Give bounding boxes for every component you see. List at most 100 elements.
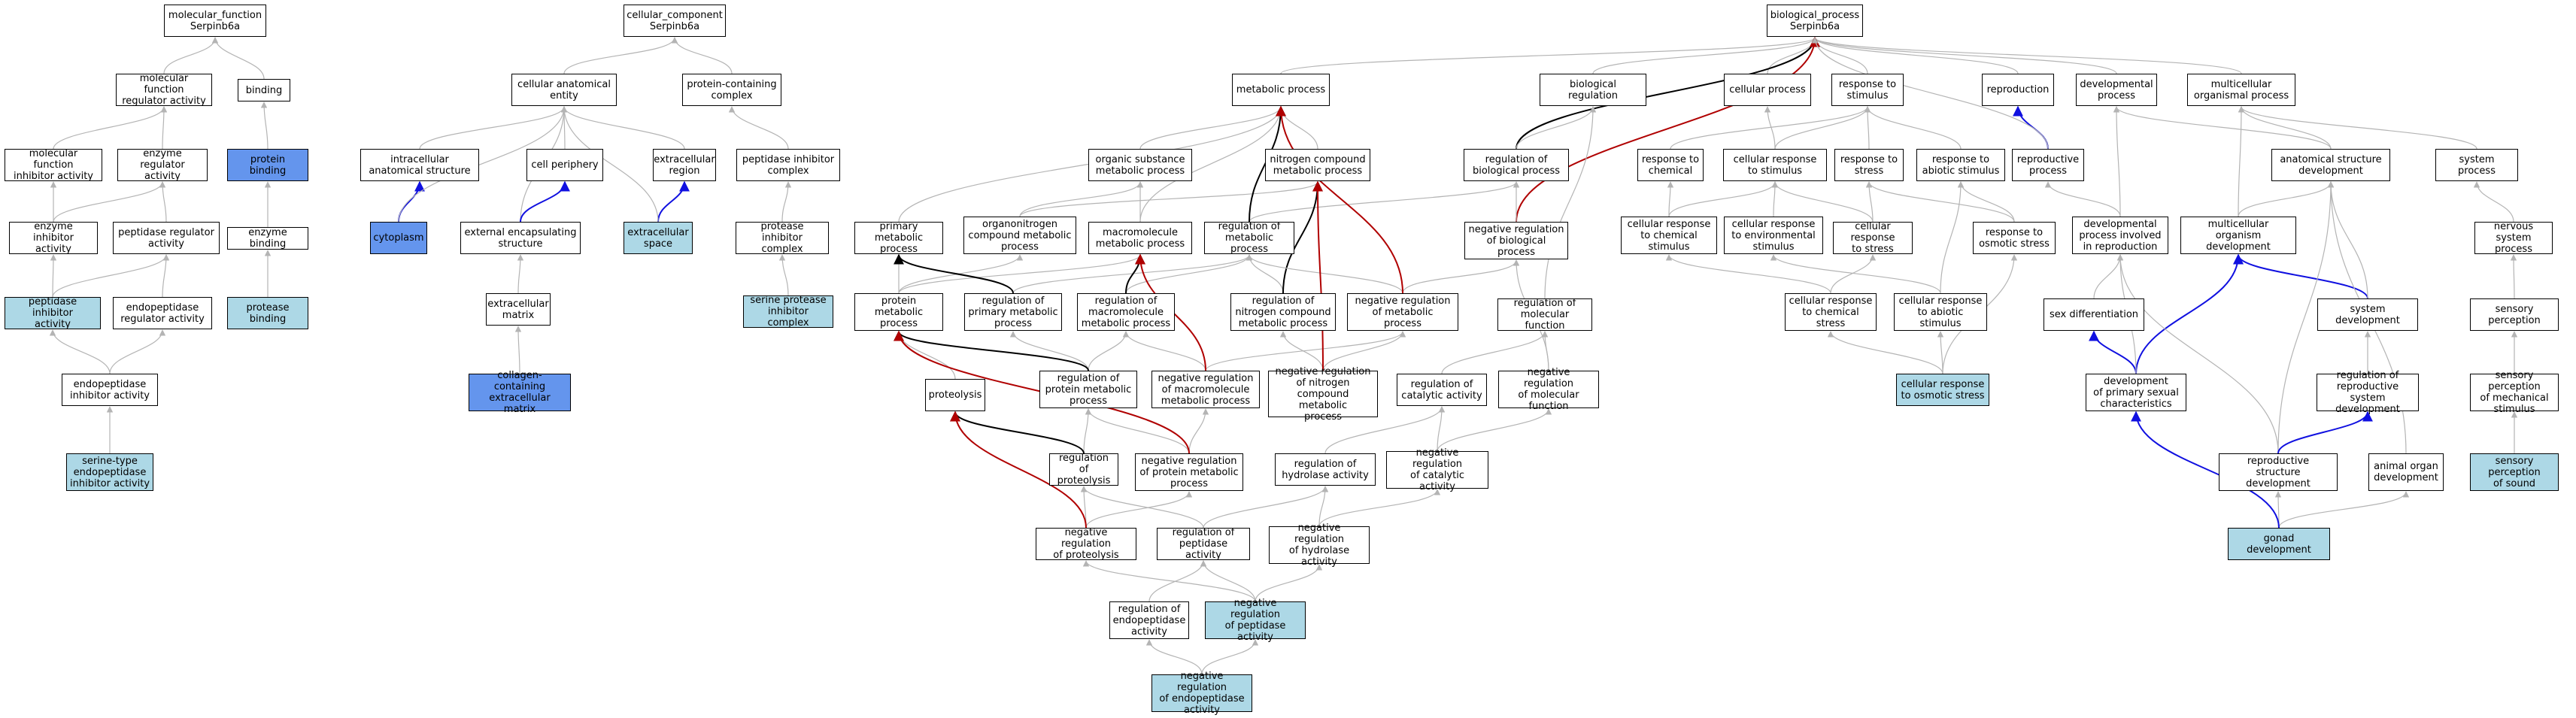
node-neg-reg-macromol[interactable]: negative regulation of macromolecule met… xyxy=(1151,371,1260,408)
node-cell-resp-stress[interactable]: cellular response to stress xyxy=(1833,221,1913,255)
node-reg-protein-metab[interactable]: regulation of protein metabolic process xyxy=(1039,371,1137,408)
node-cytoplasm[interactable]: cytoplasm xyxy=(370,222,427,254)
node-cell-periphery[interactable]: cell periphery xyxy=(526,149,603,181)
node-org-subst-metab[interactable]: organic substance metabolic process xyxy=(1088,149,1192,181)
node-binding[interactable]: binding xyxy=(238,79,290,101)
edge-cell-resp-abiotic-to-resp-abiotic xyxy=(1940,181,1965,294)
node-reg-primary[interactable]: regulation of primary metabolic process xyxy=(964,293,1062,331)
node-cc-root[interactable]: cellular_component Serpinb6a xyxy=(624,5,726,37)
node-sex-diff[interactable]: sex differentiation xyxy=(2044,298,2144,331)
node-enz-reg[interactable]: enzyme regulator activity xyxy=(117,148,208,182)
edge-neg-reg-proteolysis-to-neg-reg-protein-metab xyxy=(1085,491,1193,529)
node-ext-encaps[interactable]: external encapsulating structure xyxy=(460,222,581,254)
node-sensory-mech[interactable]: sensory perception of mechanical stimulu… xyxy=(2470,370,2559,415)
node-protein-binding[interactable]: protein binding xyxy=(227,149,308,181)
node-resp-chemical[interactable]: response to chemical xyxy=(1637,149,1704,181)
node-dev-process[interactable]: developmental process xyxy=(2076,74,2157,106)
node-neg-reg-hydrolase[interactable]: negative regulation of hydrolase activit… xyxy=(1269,523,1370,568)
node-primary-metab[interactable]: primary metabolic process xyxy=(854,221,943,255)
node-ecm[interactable]: extracellular matrix xyxy=(486,293,551,326)
edge-organonitrogen-to-nitrogen-metab xyxy=(1019,181,1321,217)
edge-ec-space-to-ec-region xyxy=(657,180,690,223)
node-reg-peptidase[interactable]: regulation of peptidase activity xyxy=(1157,527,1250,561)
node-neg-reg-endopept[interactable]: negative regulation of endopeptidase act… xyxy=(1151,671,1252,716)
node-gonad-dev[interactable]: gonad development xyxy=(2228,528,2330,560)
node-bp-root[interactable]: biological_process Serpinb6a xyxy=(1767,5,1863,37)
node-pept-inhib-complex[interactable]: peptidase inhibitor complex xyxy=(736,149,840,181)
node-organonitrogen[interactable]: organonitrogen compound metabolic proces… xyxy=(963,217,1076,254)
node-sensory-perc[interactable]: sensory perception xyxy=(2470,298,2559,331)
node-protease-binding[interactable]: protease binding xyxy=(227,297,308,329)
node-ec-space[interactable]: extracellular space xyxy=(624,222,693,254)
node-nervous-sys[interactable]: nervous system process xyxy=(2474,221,2553,255)
node-system-dev[interactable]: system development xyxy=(2317,298,2418,331)
node-cell-anat[interactable]: cellular anatomical entity xyxy=(511,74,617,106)
node-reg-endopept[interactable]: regulation of endopeptidase activity xyxy=(1109,601,1189,639)
node-neg-reg-pept[interactable]: negative regulation of peptidase activit… xyxy=(1205,598,1306,643)
node-cell-resp-stim[interactable]: cellular response to stimulus xyxy=(1723,149,1827,181)
node-reg-mol-func[interactable]: regulation of molecular function xyxy=(1497,298,1592,332)
node-repro-process[interactable]: reproductive process xyxy=(2012,149,2084,181)
node-cell-resp-abiotic[interactable]: cellular response to abiotic stimulus xyxy=(1894,293,1987,331)
node-resp-stim[interactable]: response to stimulus xyxy=(1831,74,1904,106)
node-neg-reg-mol-func[interactable]: negative regulation of molecular functio… xyxy=(1498,367,1599,412)
node-pept-reg[interactable]: peptidase regulator activity xyxy=(113,222,220,254)
node-metabolic[interactable]: metabolic process xyxy=(1232,74,1330,106)
node-multicell-dev[interactable]: multicellular organism development xyxy=(2180,217,2296,254)
node-reproduction[interactable]: reproduction xyxy=(1982,74,2054,106)
edge-dev-repro-to-dev-process xyxy=(2113,106,2121,217)
node-nitrogen-metab[interactable]: nitrogen compound metabolic process xyxy=(1265,149,1370,181)
node-dev-repro[interactable]: developmental process involved in reprod… xyxy=(2072,217,2168,254)
node-cell-resp-env[interactable]: cellular response to environmental stimu… xyxy=(1724,217,1823,254)
node-resp-osmotic[interactable]: response to osmotic stress xyxy=(1973,222,2056,254)
node-resp-abiotic[interactable]: response to abiotic stimulus xyxy=(1916,149,2005,181)
node-reg-repro-sys[interactable]: regulation of reproductive system develo… xyxy=(2317,370,2419,415)
node-dev-primary-sex[interactable]: development of primary sexual characteri… xyxy=(2086,374,2186,411)
node-reg-catalytic[interactable]: regulation of catalytic activity xyxy=(1397,374,1487,406)
node-mf-root[interactable]: molecular_function Serpinb6a xyxy=(164,5,266,37)
node-enz-inhib[interactable]: enzyme inhibitor activity xyxy=(9,221,98,255)
node-protease-inhib-complex[interactable]: protease inhibitor complex xyxy=(736,221,829,255)
node-sensory-sound[interactable]: sensory perception of sound xyxy=(2470,453,2559,491)
node-protein-metab[interactable]: protein metabolic process xyxy=(854,293,943,331)
edge-neg-reg-hydrolase-to-reg-hydrolase xyxy=(1318,486,1329,527)
edge-reg-protein-metab-to-reg-primary xyxy=(1009,331,1089,371)
node-reg-hydrolase[interactable]: regulation of hydrolase activity xyxy=(1275,453,1376,486)
node-enz-binding[interactable]: enzyme binding xyxy=(227,227,308,250)
node-neg-reg-bio[interactable]: negative regulation of biological proces… xyxy=(1464,222,1568,259)
node-neg-reg-metab[interactable]: negative regulation of metabolic process xyxy=(1347,293,1458,331)
node-anat-dev[interactable]: anatomical structure development xyxy=(2271,149,2390,181)
node-neg-reg-protein-metab[interactable]: negative regulation of protein metabolic… xyxy=(1135,453,1243,491)
node-cell-resp-osmotic[interactable]: cellular response to osmotic stress xyxy=(1896,374,1989,406)
node-bio-reg[interactable]: biological regulation xyxy=(1540,74,1646,106)
node-reg-bio[interactable]: regulation of biological process xyxy=(1464,149,1569,181)
node-serine-endopept-inhib[interactable]: serine-type endopeptidase inhibitor acti… xyxy=(66,453,153,491)
node-cell-resp-chem[interactable]: cellular response to chemical stimulus xyxy=(1621,217,1717,254)
node-reg-metab[interactable]: regulation of metabolic process xyxy=(1204,221,1294,255)
node-resp-stress[interactable]: response to stress xyxy=(1834,149,1904,181)
node-reg-proteolysis[interactable]: regulation of proteolysis xyxy=(1049,453,1118,486)
node-neg-reg-nitrogen[interactable]: negative regulation of nitrogen compound… xyxy=(1268,366,1378,423)
node-serine-protease-inhib-complex[interactable]: serine protease inhibitor complex xyxy=(743,295,833,329)
node-prot-complex[interactable]: protein-containing complex xyxy=(682,74,781,106)
node-system-process[interactable]: system process xyxy=(2435,149,2518,181)
node-reg-macromol[interactable]: regulation of macromolecule metabolic pr… xyxy=(1077,293,1175,331)
node-reg-nitrogen[interactable]: regulation of nitrogen compound metaboli… xyxy=(1230,293,1336,331)
node-mf-reg[interactable]: molecular function regulator activity xyxy=(116,73,212,107)
node-ec-region[interactable]: extracellular region xyxy=(653,149,716,181)
node-neg-reg-catalytic[interactable]: negative regulation of catalytic activit… xyxy=(1386,447,1488,492)
node-intracell-anat[interactable]: intracellular anatomical structure xyxy=(360,149,479,181)
node-macromol-metab[interactable]: macromolecule metabolic process xyxy=(1088,222,1192,254)
node-neg-reg-proteolysis[interactable]: negative regulation of proteolysis xyxy=(1036,527,1136,561)
node-endopept-reg[interactable]: endopeptidase regulator activity xyxy=(113,297,212,329)
node-collagen-ecm[interactable]: collagen-containing extracellular matrix xyxy=(469,370,571,415)
node-animal-organ-dev[interactable]: animal organ development xyxy=(2368,453,2444,491)
node-cell-resp-chem-stress[interactable]: cellular response to chemical stress xyxy=(1785,293,1877,331)
node-cellular-process[interactable]: cellular process xyxy=(1724,74,1811,106)
node-endopept-inhib[interactable]: endopeptidase inhibitor activity xyxy=(62,374,158,406)
node-pept-inhib[interactable]: peptidase inhibitor activity xyxy=(5,296,101,330)
node-proteolysis[interactable]: proteolysis xyxy=(925,379,985,411)
node-repro-struct-dev[interactable]: reproductive structure development xyxy=(2219,453,2338,491)
node-mf-inhib[interactable]: molecular function inhibitor activity xyxy=(5,148,102,182)
node-multicell-process[interactable]: multicellular organismal process xyxy=(2187,74,2295,106)
